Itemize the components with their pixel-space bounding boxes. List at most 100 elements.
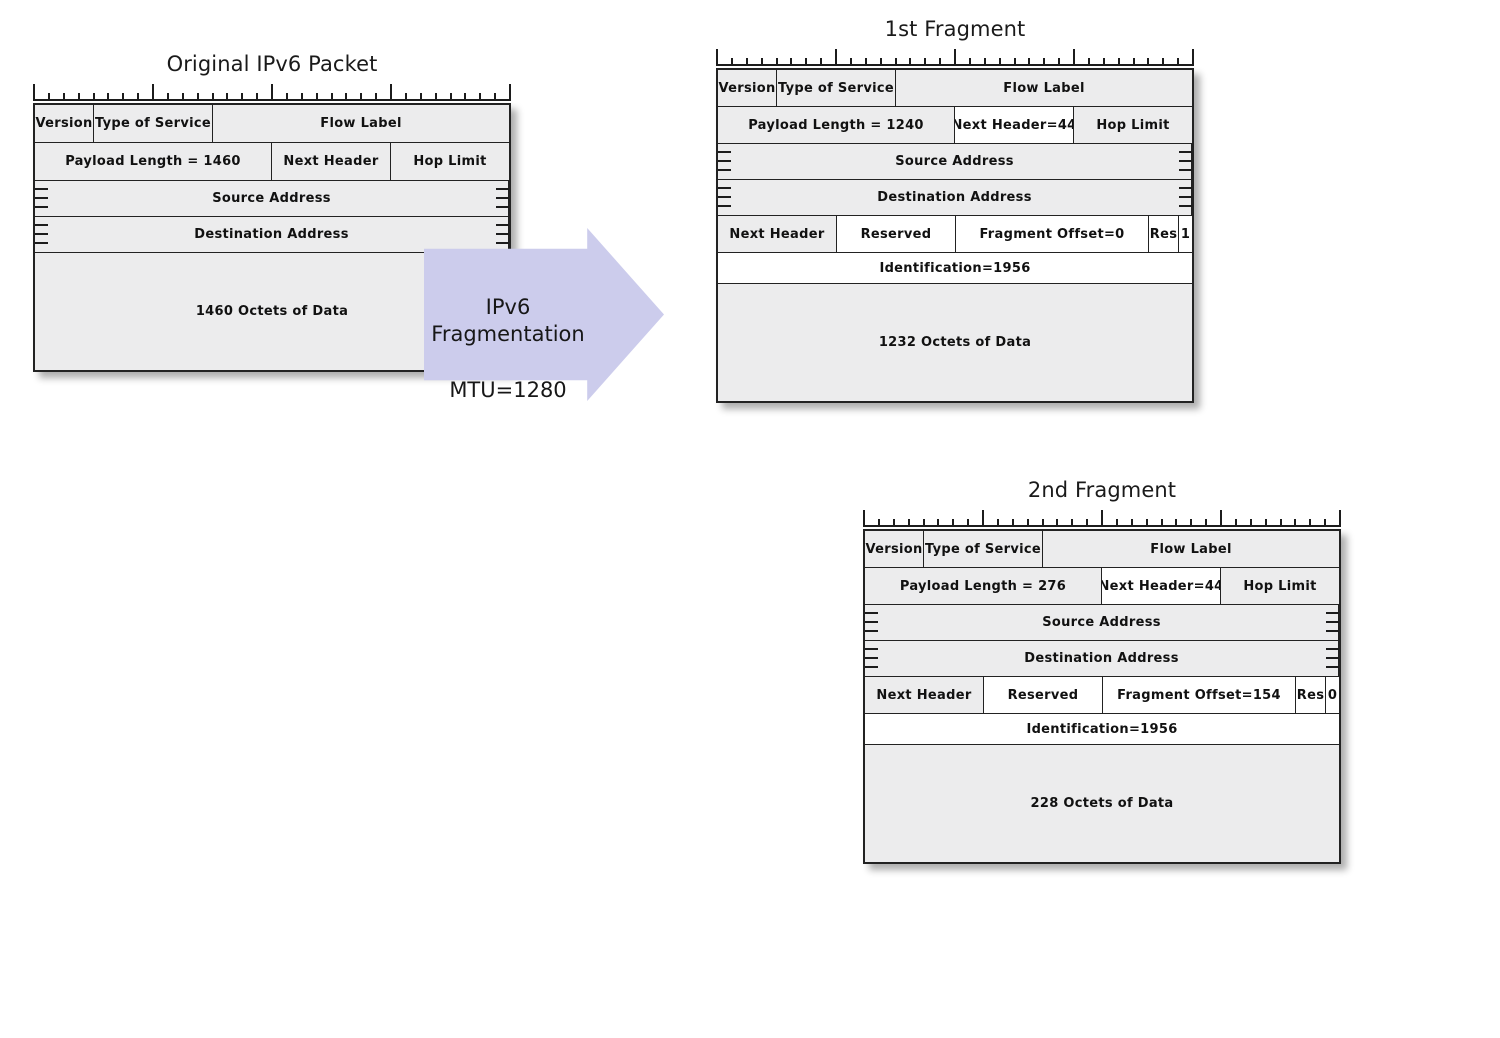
ruler-tick — [907, 519, 910, 527]
field-label: Flow Label — [1150, 541, 1232, 557]
field-cell: Version — [35, 105, 94, 142]
ruler-tick — [419, 93, 422, 101]
ruler-tick — [998, 58, 1001, 66]
ruler-tick — [1102, 58, 1105, 66]
ruler-tick — [494, 93, 497, 101]
ruler-tick — [1177, 58, 1180, 66]
ruler-tick — [790, 58, 793, 66]
ruler-tick — [849, 58, 852, 66]
ruler-tick — [1264, 519, 1267, 527]
ruler-tick — [1132, 58, 1135, 66]
arrow-label-line-2: MTU=1280 — [449, 377, 567, 402]
ruler-tick — [1056, 519, 1059, 527]
field-cell: Type of Service — [94, 105, 213, 142]
ruler-tick — [892, 519, 895, 527]
field-cell: Identification=1956 — [718, 253, 1192, 283]
ruler-tick — [1043, 58, 1046, 66]
field-label: 1232 Octets of Data — [878, 335, 1032, 350]
field-label: Next Header — [283, 154, 379, 169]
ruler-tick — [1190, 519, 1193, 527]
ruler-tick — [181, 93, 184, 101]
source-address-row: Source Address — [35, 181, 509, 217]
ruler-tick — [33, 84, 35, 101]
ruler-tick — [924, 58, 927, 66]
field-label: Version — [718, 80, 776, 96]
ruler-tick — [939, 58, 942, 66]
ruler-tick — [1028, 58, 1031, 66]
field-label: Destination Address — [877, 190, 1032, 205]
field-label: Reserved — [1007, 687, 1079, 703]
field-label: Fragment Offset=0 — [979, 226, 1125, 242]
ruler-tick — [877, 519, 880, 527]
field-cell: Hop Limit — [1221, 568, 1339, 604]
ruler-tick — [137, 93, 140, 101]
destination-address-row: Destination Address — [865, 641, 1339, 677]
ruler-tick — [464, 93, 467, 101]
field-cell: Flow Label — [896, 70, 1192, 106]
field-label: Payload Length = 276 — [899, 578, 1067, 594]
ruler-tick — [1192, 49, 1194, 66]
field-cell: Res — [1149, 216, 1179, 252]
packet-title: 2nd Fragment — [1027, 478, 1177, 502]
ruler-tick — [77, 93, 80, 101]
field-cell: Destination Address — [718, 180, 1192, 215]
field-label: Next Header=44 — [1102, 578, 1221, 594]
ruler-tick — [745, 58, 748, 66]
field-cell: Flow Label — [1043, 531, 1339, 567]
ruler-tick — [996, 519, 999, 527]
ruler-tick — [434, 93, 437, 101]
field-cell: Type of Service — [777, 70, 896, 106]
field-label: Next Header=44 — [955, 117, 1074, 133]
ruler-tick — [256, 93, 259, 101]
ruler-tick — [211, 93, 214, 101]
ruler-tick — [967, 519, 970, 527]
ruler-tick — [1147, 58, 1150, 66]
ruler-tick — [1073, 49, 1075, 66]
destination-address-row: Destination Address — [35, 217, 509, 253]
field-cell: Flow Label — [213, 105, 509, 142]
ruler-tick — [820, 58, 823, 66]
field-cell: Next Header — [272, 143, 391, 180]
field-cell: Destination Address — [865, 641, 1339, 676]
ruler-tick — [1013, 58, 1016, 66]
field-cell: Payload Length = 1240 — [718, 107, 955, 143]
field-label: Next Header — [876, 687, 972, 703]
field-label: Flow Label — [1003, 80, 1085, 96]
field-cell: Type of Service — [924, 531, 1043, 567]
ruler-tick — [894, 58, 897, 66]
field-label: Destination Address — [1024, 651, 1179, 666]
fragment-header-row: Next Header Reserved Fragment Offset=154 Re… — [865, 677, 1339, 714]
field-label: Res — [1296, 687, 1325, 703]
field-label: 0 — [1327, 687, 1338, 703]
ruler-tick — [1071, 519, 1074, 527]
field-label: Version — [865, 541, 923, 557]
field-label: Identification=1956 — [879, 260, 1031, 276]
ruler-tick — [92, 93, 95, 101]
ruler-tick — [1234, 519, 1237, 527]
ruler-tick — [107, 93, 110, 101]
ruler-tick — [345, 93, 348, 101]
ruler-tick — [1115, 519, 1118, 527]
ruler-tick — [1086, 519, 1089, 527]
ruler-tick — [449, 93, 452, 101]
field-label: Payload Length = 1460 — [65, 154, 241, 169]
field-label: 1 — [1180, 226, 1191, 242]
field-label: Version — [35, 116, 93, 131]
ruler-tick — [226, 93, 229, 101]
payload-row: 1232 Octets of Data — [718, 284, 1192, 401]
field-label: Fragment Offset=154 — [1117, 687, 1281, 703]
ruler-tick — [479, 93, 482, 101]
field-label: Type of Service — [777, 80, 895, 96]
ruler-tick — [122, 93, 125, 101]
field-label: Source Address — [212, 191, 331, 206]
ruler-tick — [241, 93, 244, 101]
destination-address-row: Destination Address — [718, 180, 1192, 216]
